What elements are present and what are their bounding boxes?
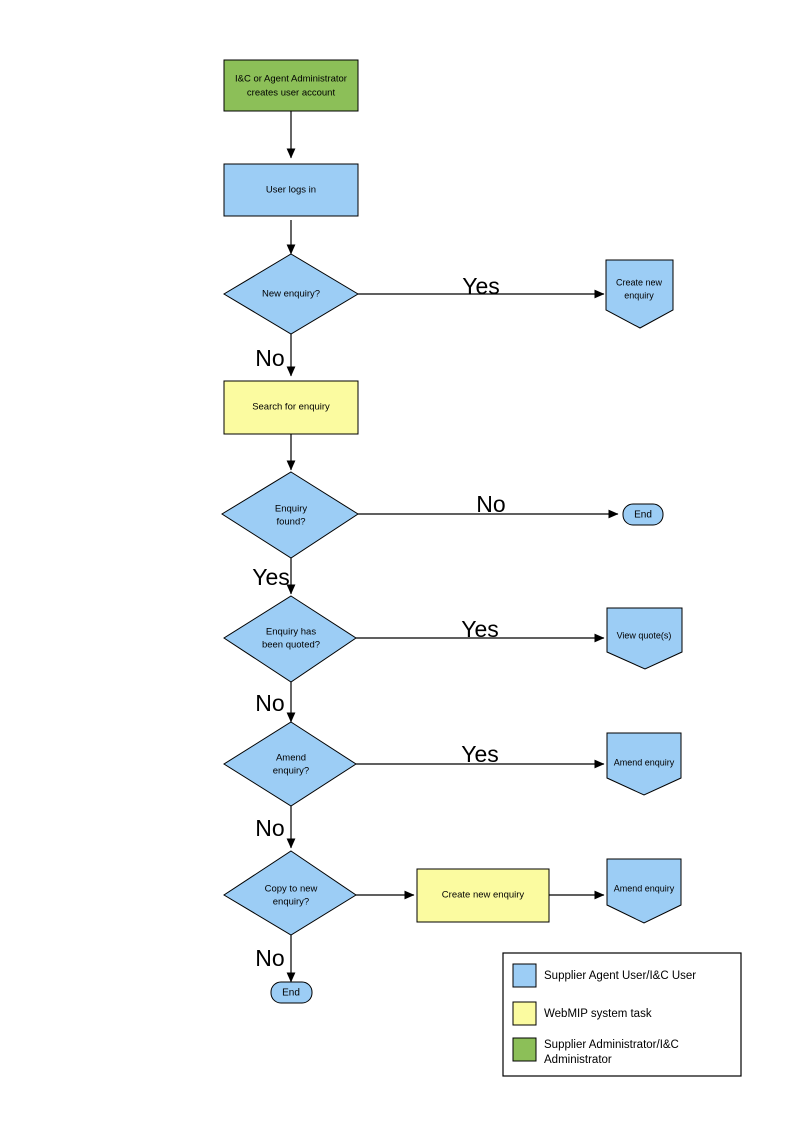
- node-shape-extract: [605, 259, 674, 329]
- legend: Supplier Agent User/I&C User WebMIP syst…: [502, 952, 742, 1077]
- legend-frame: [502, 952, 742, 1077]
- node-copy-to-new-enquiry-decision[interactable]: Copy to new enquiry?: [223, 850, 357, 936]
- node-search-for-enquiry[interactable]: Search for enquiry: [223, 380, 359, 435]
- node-shape-process: [416, 868, 550, 923]
- node-shape-extract: [606, 607, 683, 670]
- node-shape-decision: [221, 471, 359, 559]
- node-end-final[interactable]: End: [270, 981, 313, 1004]
- node-admin-creates-account[interactable]: I&C or Agent Administrator creates user …: [223, 59, 359, 112]
- branch-label-enquiry-found-no: No: [476, 491, 505, 517]
- node-amend-enquiry-bottom[interactable]: Amend enquiry: [606, 858, 682, 924]
- node-end-not-found[interactable]: End: [622, 503, 664, 526]
- node-create-new-enquiry-bottom[interactable]: Create new enquiry: [416, 868, 550, 923]
- node-shape-process: [223, 163, 359, 217]
- node-label-line-1: Copy to new: [265, 884, 318, 895]
- node-shape-decision: [223, 721, 357, 807]
- node-shape-terminator: [622, 503, 664, 526]
- branch-label-new-enquiry-no: No: [255, 345, 284, 371]
- node-new-enquiry-decision[interactable]: New enquiry?: [223, 253, 359, 335]
- node-label-line-1: Search for enquiry: [252, 402, 330, 413]
- node-label-line-1: View quote(s): [617, 630, 672, 640]
- legend-item-administrator: Supplier Administrator/I&C Administrator: [512, 1037, 679, 1066]
- node-label-line-2: enquiry: [624, 290, 654, 300]
- node-enquiry-quoted-decision[interactable]: Enquiry has been quoted?: [223, 595, 357, 683]
- branch-label-enquiry-quoted-no: No: [255, 690, 284, 716]
- node-amend-enquiry-right[interactable]: Amend enquiry: [606, 732, 682, 796]
- branch-label-enquiry-quoted-yes: Yes: [461, 616, 499, 642]
- branch-label-amend-enquiry-yes: Yes: [461, 741, 499, 767]
- connectors: [286, 111, 619, 983]
- node-label-line-2: enquiry?: [273, 897, 309, 908]
- node-create-new-enquiry-top[interactable]: Create new enquiry: [605, 259, 674, 329]
- node-shape-decision: [223, 253, 359, 335]
- legend-swatch-administrator: [512, 1037, 537, 1062]
- node-shape-extract: [606, 858, 682, 924]
- node-label-line-1: End: [282, 988, 300, 999]
- node-label-line-1: Create new: [616, 277, 663, 287]
- legend-label-administrator-line-2: Administrator: [544, 1054, 612, 1066]
- node-shape-process: [223, 380, 359, 435]
- node-label-line-1: User logs in: [266, 185, 316, 196]
- node-label-line-2: been quoted?: [262, 640, 320, 651]
- branch-label-enquiry-found-yes: Yes: [252, 564, 290, 590]
- legend-label-actor-user: Supplier Agent User/I&C User: [544, 970, 696, 982]
- legend-item-actor-user: Supplier Agent User/I&C User: [512, 963, 696, 988]
- node-shape-decision: [223, 595, 357, 683]
- legend-label-system-task: WebMIP system task: [544, 1008, 652, 1020]
- node-label-line-1: I&C or Agent Administrator: [235, 74, 347, 85]
- node-enquiry-found-decision[interactable]: Enquiry found?: [221, 471, 359, 559]
- node-label-line-1: Enquiry: [275, 504, 307, 515]
- node-amend-enquiry-decision[interactable]: Amend enquiry?: [223, 721, 357, 807]
- node-label-line-1: Amend enquiry: [614, 757, 675, 767]
- node-view-quotes[interactable]: View quote(s): [606, 607, 683, 670]
- node-shape-process: [223, 59, 359, 112]
- legend-swatch-system-task: [512, 1001, 537, 1026]
- node-user-logs-in[interactable]: User logs in: [223, 163, 359, 217]
- node-shape-terminator: [270, 981, 313, 1004]
- node-shape-extract: [606, 732, 682, 796]
- legend-swatch-actor-user: [512, 963, 537, 988]
- branch-label-amend-enquiry-no: No: [255, 815, 284, 841]
- legend-item-system-task: WebMIP system task: [512, 1001, 652, 1026]
- node-label-line-1: End: [634, 510, 652, 521]
- branch-labels: Yes No No Yes Yes No Yes No No: [252, 273, 505, 971]
- node-label-line-1: Amend enquiry: [614, 883, 675, 893]
- node-label-line-1: Create new enquiry: [442, 890, 525, 901]
- legend-label-administrator-line-1: Supplier Administrator/I&C: [544, 1039, 679, 1051]
- node-label-line-1: Enquiry has: [266, 627, 316, 638]
- branch-label-new-enquiry-yes: Yes: [462, 273, 500, 299]
- node-label-line-2: creates user account: [247, 88, 336, 99]
- node-label-line-1: New enquiry?: [262, 289, 320, 300]
- node-shape-decision: [223, 850, 357, 936]
- node-label-line-1: Amend: [276, 753, 306, 764]
- branch-label-copy-to-new-no: No: [255, 945, 284, 971]
- node-label-line-2: found?: [276, 517, 305, 528]
- node-label-line-2: enquiry?: [273, 766, 309, 777]
